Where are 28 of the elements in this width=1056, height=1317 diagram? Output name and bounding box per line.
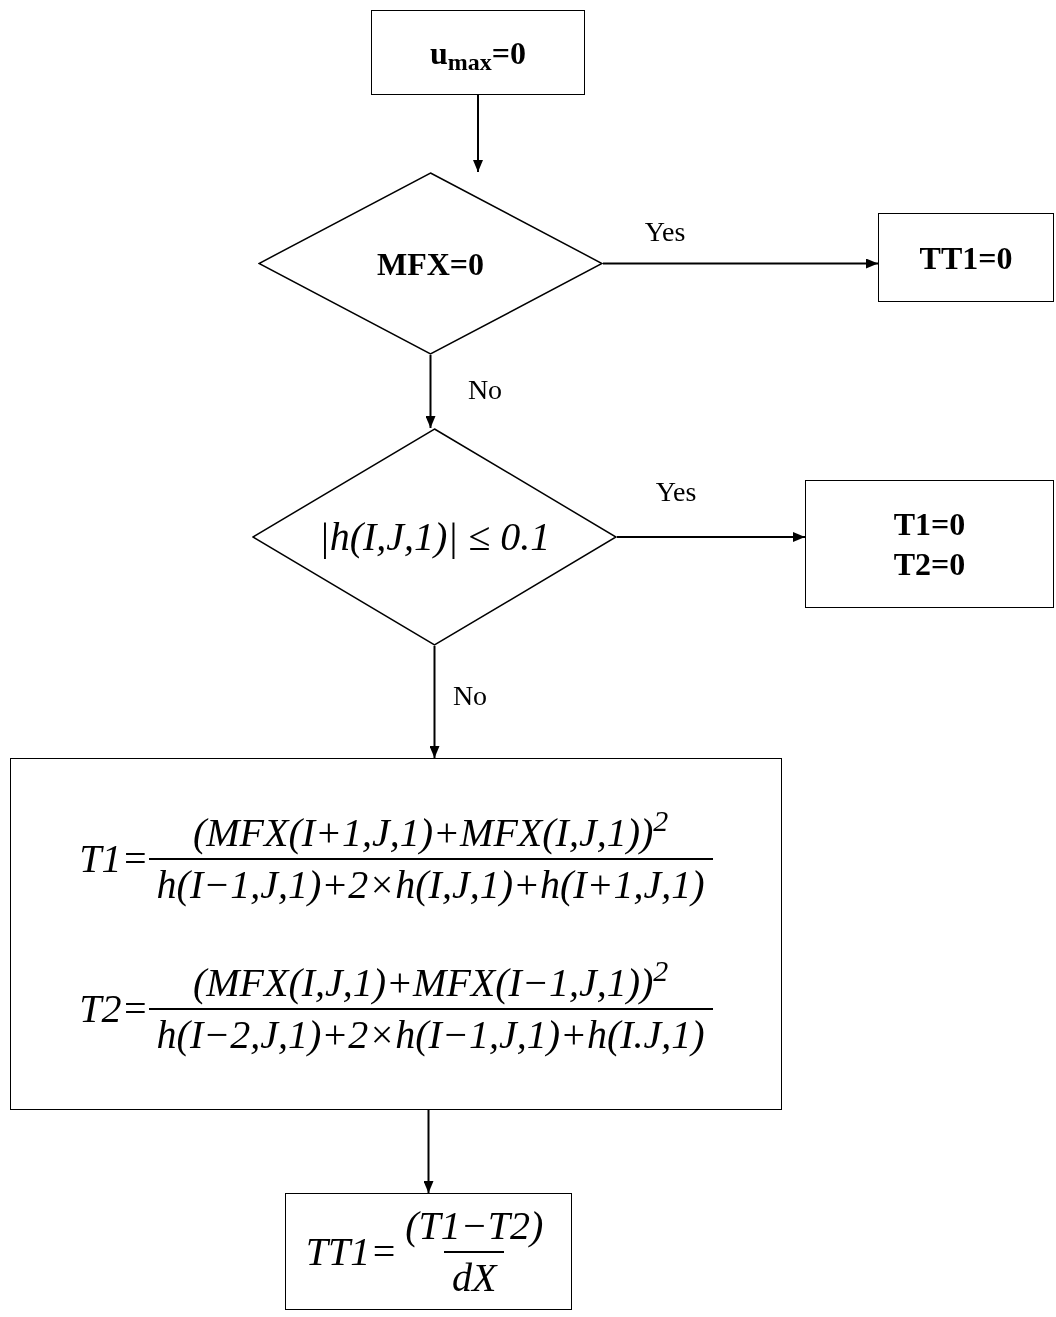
arrow	[473, 94, 483, 173]
decision-diamond	[252, 428, 617, 646]
arrow	[425, 354, 436, 429]
formula-lhs: TT1=	[305, 1227, 398, 1276]
process-box	[371, 10, 585, 95]
decision-diamond	[258, 172, 603, 355]
fraction-denominator: dX	[444, 1250, 505, 1303]
arrow	[429, 645, 440, 759]
process-box	[10, 758, 782, 1110]
process-box	[285, 1193, 572, 1310]
node-text: u$_{max}$=0	[430, 33, 526, 73]
fraction-denominator: h(I−1,J,1)+2×h(I,J,1)+h(I+1,J,1)	[148, 858, 713, 910]
fraction-denominator: h(I−2,J,1)+2×h(I−1,J,1)+h(I.J,1)	[148, 1008, 713, 1060]
arrow	[602, 258, 879, 269]
node-text: T2=0	[893, 545, 966, 584]
fraction-numerator: (MFX(I+1,J,1)+MFX(I,J,1))$^{2}$	[191, 808, 670, 857]
node-text: |h(I,J,1)| ≤ 0.1	[318, 513, 551, 561]
fraction-numerator: (T1−T2)	[404, 1201, 545, 1250]
node-text: T1=0	[893, 505, 966, 544]
formula-lhs: T1=	[79, 835, 149, 883]
process-box	[805, 480, 1054, 608]
arrow	[616, 532, 806, 542]
formula-lhs: T2=	[79, 985, 149, 1033]
fraction-numerator: (MFX(I,J,1)+MFX(I−1,J,1))$^{2}$	[191, 958, 670, 1007]
node-text: MFX=0	[376, 244, 485, 284]
arrow	[423, 1109, 434, 1194]
process-box	[878, 213, 1054, 302]
node-text: TT1=0	[919, 238, 1013, 278]
